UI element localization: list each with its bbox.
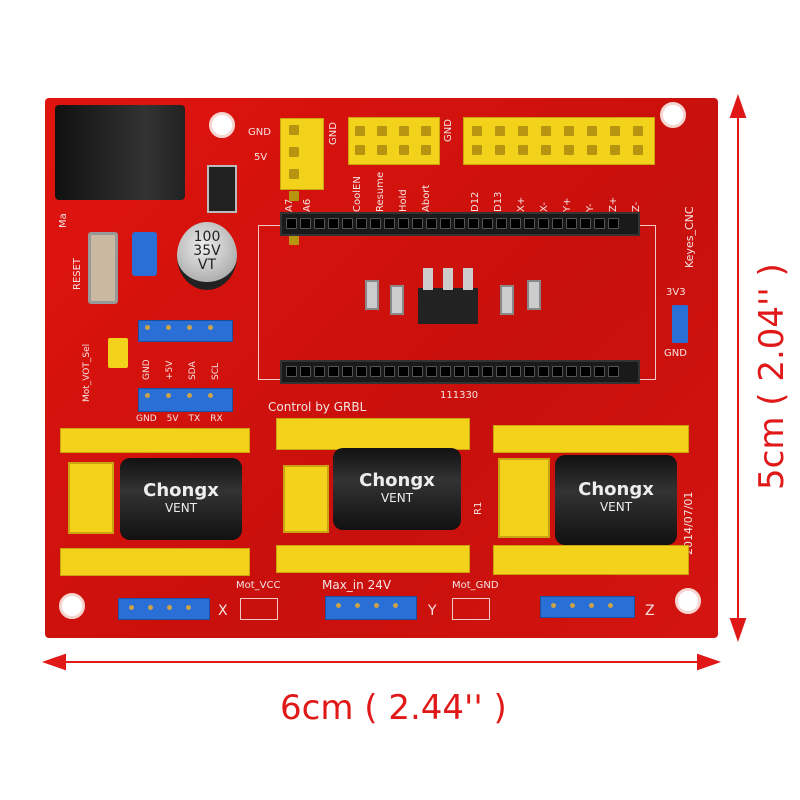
arrow-head-bottom [729,618,747,643]
silk-code: 111330 [440,390,479,401]
female-header-bottom [280,360,640,384]
height-dimension-label: 5cm ( 2.04'' ) [752,263,792,490]
power-jumper-header [280,118,324,245]
silk-3v3: 3V3 [666,287,686,298]
silk-max-in: Max_in 24V [322,578,392,592]
arrow-head-top [729,93,747,118]
silk-control-by: Control by GRBL [268,400,367,414]
driver-socket-x-bottom [60,548,250,576]
capacitor-z: Chongx VENT [555,455,677,545]
motor-header-z [540,596,635,618]
cap-brand: Chongx [143,480,219,501]
silk-gnd: GND [248,127,271,138]
mounting-hole [59,593,85,619]
cap-model: VENT [164,501,198,515]
cap-brand: Chongx [359,470,435,491]
silk-uart-5v: 5V [166,414,179,424]
mot-vcc-terminal [240,598,278,620]
silk-uart-tx: TX [188,414,201,424]
smd-capacitor [527,280,541,310]
capacitor-x: Chongx VENT [120,458,242,540]
driver-socket-x-top [60,428,250,453]
cap-series: VT [197,257,217,273]
uart-labels: GND 5V TX RX [136,414,223,424]
smd-capacitor [365,280,379,310]
driver-socket-y-bottom [276,545,470,573]
microstep-jumpers-z[interactable] [498,458,550,538]
cap-brand: Chongx [578,479,654,500]
silk-uart-gnd: GND [136,414,157,424]
electrolytic-capacitor: 100 35V VT [177,222,237,290]
microstep-jumpers-y[interactable] [283,465,329,533]
mounting-hole [660,102,686,128]
3v3-jumper[interactable] [672,305,688,343]
female-header-top [280,212,640,236]
silk-gnd-right: GND [664,348,687,359]
silk-mot-vcc: Mot_VCC [236,580,281,591]
uart-header [138,388,233,412]
silk-uart-rx: RX [210,414,223,424]
width-dimension-label: 6cm ( 2.44'' ) [280,688,507,728]
cap-value: 100 [193,229,221,245]
silk-x: X [218,603,228,619]
control-header [348,117,440,165]
silk-y: Y [428,603,437,619]
smd-resistor [500,285,514,315]
arrow-head-left [41,653,66,671]
capacitor-y: Chongx VENT [333,448,461,530]
arrow-head-right [697,653,722,671]
driver-socket-z-bottom [493,545,689,575]
blue-jumper[interactable] [132,232,157,276]
cap-voltage: 35V [193,243,221,259]
cap-model: VENT [380,491,414,505]
mounting-hole [675,588,701,614]
regulator-pins [423,268,473,290]
i2c-header [138,320,233,342]
reset-button[interactable] [88,232,118,304]
microstep-jumpers-x[interactable] [68,462,114,534]
dc-power-jack [55,105,185,200]
driver-socket-z-top [493,425,689,453]
motor-header-y [325,596,417,620]
smd-resistor [390,285,404,315]
voltage-regulator [418,288,478,324]
mot-vot-sel-jumper[interactable] [108,338,128,368]
diode [207,165,237,213]
motor-header-x [118,598,210,620]
mot-gnd-terminal [452,598,490,620]
silk-mot-gnd: Mot_GND [452,580,499,591]
mounting-hole [209,112,235,138]
cap-model: VENT [599,500,633,514]
silk-z: Z [645,603,655,619]
endstop-header [463,117,655,165]
silk-5v: 5V [254,152,268,163]
